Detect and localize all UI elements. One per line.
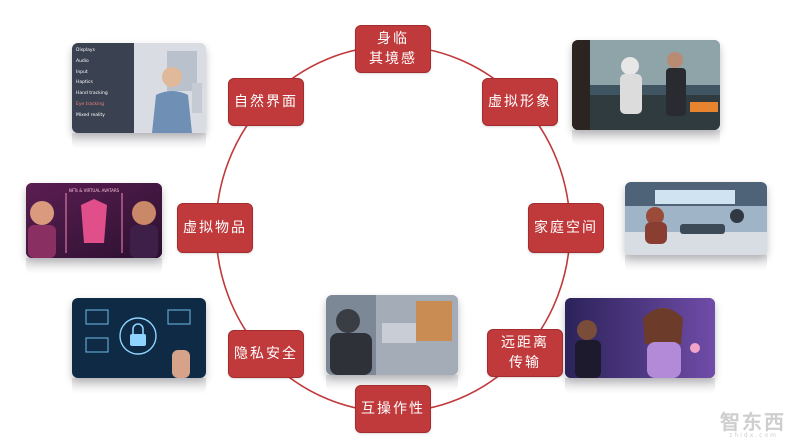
node-privacy-security: 隐私安全	[228, 330, 304, 378]
thumb-remote-transmission	[565, 298, 715, 378]
node-label-line2: 其境感	[369, 51, 417, 67]
menu-item: Mixed reality	[76, 112, 105, 118]
node-remote-transmission: 远距离 传输	[487, 329, 563, 377]
banner-text: NFTs & VIRTUAL AVATARS	[68, 188, 120, 193]
node-label: 隐私安全	[234, 346, 298, 362]
watermark-logo: 智东西	[720, 410, 786, 434]
node-natural-interface: 自然界面	[228, 78, 304, 126]
node-label: 互操作性	[361, 401, 425, 417]
node-label: 家庭空间	[534, 220, 598, 236]
node-label: 自然界面	[234, 94, 298, 110]
thumb-natural-interface: Displays Audio Input Haptics Hand tracki…	[72, 43, 206, 133]
menu-item: Hand tracking	[76, 91, 108, 97]
node-label-line1: 远距离	[501, 335, 549, 351]
thumb-interoperability	[326, 295, 458, 375]
node-immersion: 身临 其境感	[355, 25, 431, 73]
thumb-virtual-goods: NFTs & VIRTUAL AVATARS	[26, 183, 162, 258]
watermark-subtext: zhidx.com	[729, 432, 778, 439]
node-label: 虚拟形象	[488, 94, 552, 110]
thumb-privacy	[72, 298, 206, 378]
node-label-line1: 身临	[377, 31, 409, 47]
node-virtual-goods: 虚拟物品	[177, 203, 253, 253]
node-virtual-avatar: 虚拟形象	[482, 78, 558, 126]
thumb-home-space	[625, 182, 767, 255]
menu-item: Haptics	[76, 80, 93, 86]
menu-item: Displays	[76, 48, 95, 53]
node-label: 虚拟物品	[183, 220, 247, 236]
node-label-line2: 传输	[509, 355, 541, 371]
menu-item: Input	[76, 69, 88, 75]
node-interoperability: 互操作性	[355, 385, 431, 433]
menu-item: Audio	[76, 58, 89, 64]
thumb-virtual-avatar	[572, 40, 720, 130]
node-home-space: 家庭空间	[528, 203, 604, 253]
menu-item: Eye tracking	[76, 101, 105, 107]
